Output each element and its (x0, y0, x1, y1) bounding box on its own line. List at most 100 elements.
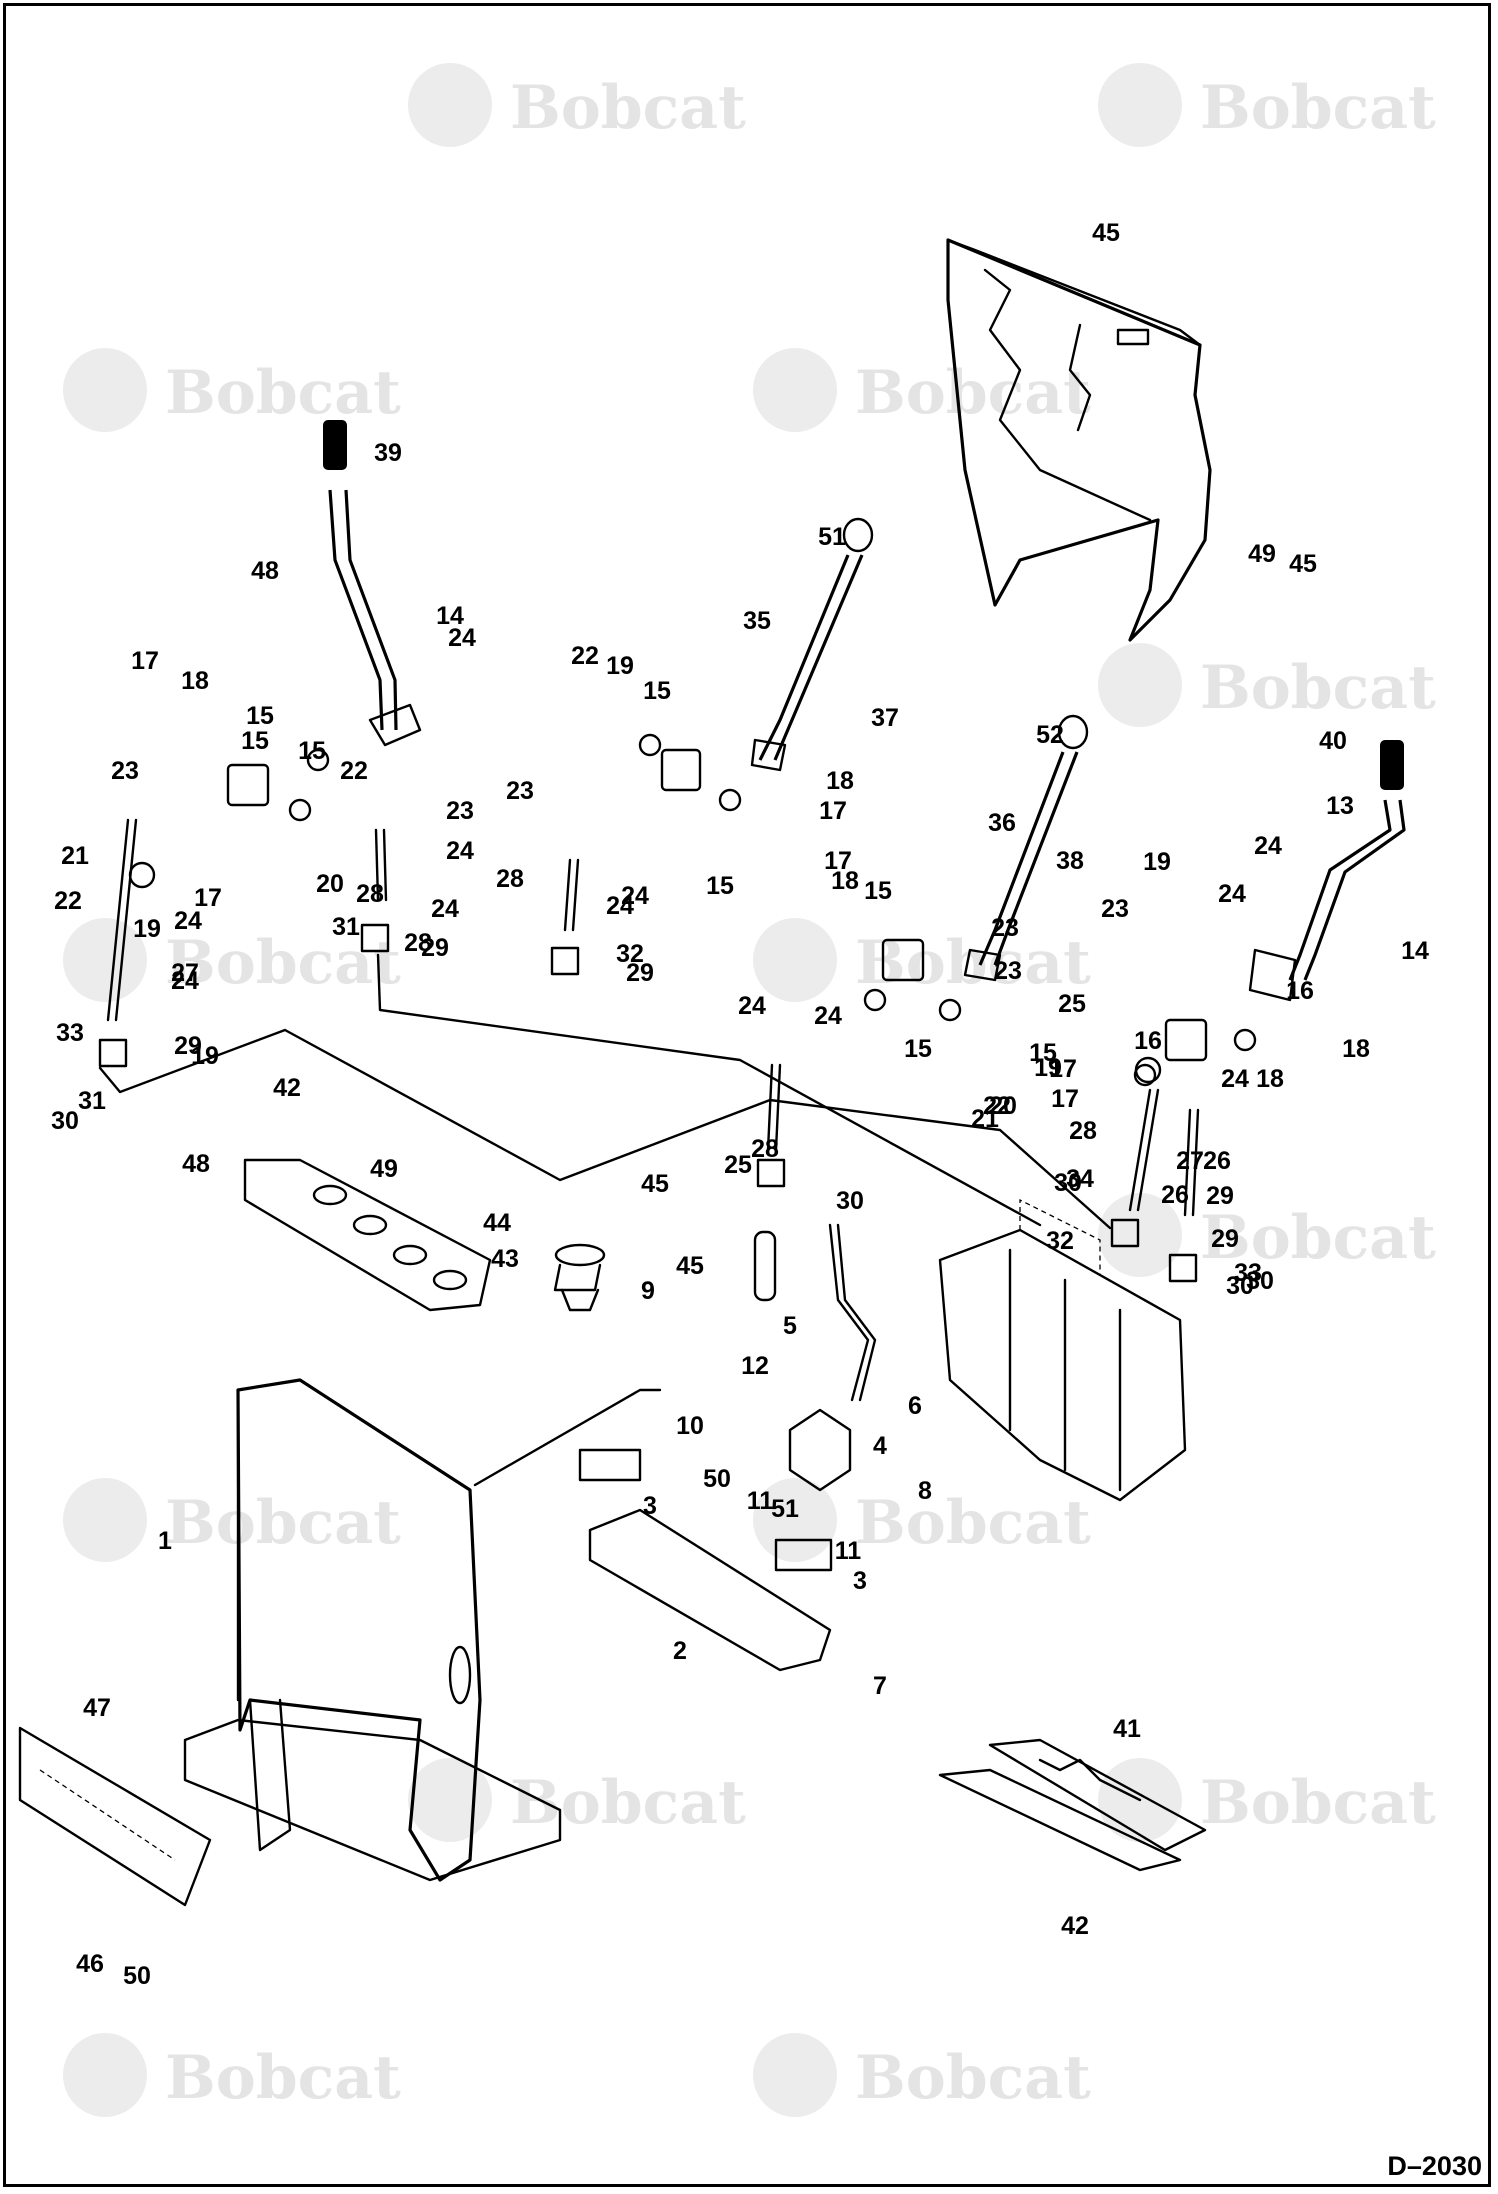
callout-26: 26 (1161, 1181, 1189, 1209)
bobcat-watermark: Bobcat (753, 2033, 1091, 2117)
callout-23: 23 (446, 797, 474, 825)
callout-45: 45 (1289, 550, 1317, 578)
callout-51: 51 (771, 1495, 799, 1523)
callout-25: 25 (1058, 990, 1086, 1018)
center-lever-lower (963, 714, 1089, 982)
callout-27: 27 (171, 959, 199, 987)
callout-18: 18 (181, 667, 209, 695)
callout-33: 33 (1234, 1259, 1262, 1287)
callout-13: 13 (1326, 792, 1354, 820)
callout-23: 23 (111, 757, 139, 785)
callout-11: 11 (835, 1537, 862, 1565)
callout-27: 27 (1176, 1147, 1204, 1175)
bobcat-watermark: Bobcat (753, 918, 1091, 1002)
callout-37: 37 (871, 704, 899, 732)
callout-20: 20 (989, 1092, 1017, 1120)
callout-18: 18 (1256, 1065, 1284, 1093)
center-lever-upper (750, 517, 874, 772)
callout-28: 28 (404, 929, 432, 957)
callout-21: 21 (971, 1105, 999, 1133)
right-lever (1248, 740, 1406, 1002)
callout-24: 24 (174, 907, 202, 935)
callout-28: 28 (1069, 1117, 1097, 1145)
callout-24: 24 (1218, 880, 1246, 908)
callout-15: 15 (246, 702, 274, 730)
callout-45: 45 (676, 1252, 704, 1280)
callout-29: 29 (626, 959, 654, 987)
svg-text:Bobcat: Bobcat (855, 1488, 1091, 1558)
callout-29: 29 (174, 1032, 202, 1060)
callout-15: 15 (298, 737, 326, 765)
plates-34-35 (938, 1738, 1207, 1872)
callout-43: 43 (491, 1245, 519, 1273)
callout-15: 15 (1029, 1039, 1057, 1067)
callout-24: 24 (621, 882, 649, 910)
callout-26: 26 (1203, 1147, 1231, 1175)
callout-50: 50 (703, 1465, 731, 1493)
bobcat-watermark: Bobcat (63, 348, 401, 432)
svg-text:Bobcat: Bobcat (1200, 1203, 1436, 1273)
svg-text:Bobcat: Bobcat (165, 2043, 401, 2113)
callout-35: 35 (743, 607, 771, 635)
callout-48: 48 (182, 1150, 210, 1178)
callout-16: 16 (1134, 1027, 1162, 1055)
callout-30: 30 (51, 1107, 79, 1135)
callout-19: 19 (191, 1042, 219, 1070)
callout-19: 19 (1034, 1054, 1062, 1082)
bobcat-watermark: Bobcat (1098, 1193, 1436, 1277)
callout-24: 24 (171, 967, 199, 995)
svg-text:Bobcat: Bobcat (1200, 73, 1436, 143)
callout-21: 21 (61, 842, 89, 870)
callout-29: 29 (1206, 1182, 1234, 1210)
callout-28: 28 (496, 865, 524, 893)
drawing-number: D–2030 (1387, 2151, 1482, 2181)
svg-text:Bobcat: Bobcat (1200, 653, 1436, 723)
lower-frame (183, 1378, 662, 1882)
svg-text:Bobcat: Bobcat (855, 358, 1091, 428)
bobcat-watermark: Bobcat (408, 1758, 746, 1842)
rear-panel (946, 238, 1212, 642)
callout-51: 51 (818, 523, 846, 551)
console-plate (243, 1158, 492, 1312)
callout-39: 39 (374, 439, 402, 467)
callout-40: 40 (1319, 727, 1347, 755)
callout-25: 25 (724, 1151, 752, 1179)
callout-24: 24 (431, 895, 459, 923)
callout-29: 29 (1211, 1225, 1239, 1253)
callout-30: 30 (836, 1187, 864, 1215)
callout-49: 49 (1248, 540, 1276, 568)
callout-29: 29 (421, 934, 449, 962)
callout-17: 17 (824, 847, 852, 875)
bobcat-watermark: Bobcat (63, 2033, 401, 2117)
bobcat-watermark: Bobcat (63, 1478, 401, 1562)
callout-18: 18 (831, 867, 859, 895)
control-valve (938, 1198, 1187, 1502)
callout-24: 24 (606, 892, 634, 920)
callout-49: 49 (370, 1155, 398, 1183)
boots (553, 1230, 777, 1312)
svg-text:Bobcat: Bobcat (165, 928, 401, 998)
svg-text:Bobcat: Bobcat (855, 2043, 1091, 2113)
callout-18: 18 (826, 767, 854, 795)
bobcat-watermark: Bobcat (1098, 1758, 1436, 1842)
callout-36: 36 (988, 809, 1016, 837)
callout-22: 22 (983, 1092, 1011, 1120)
callout-6: 6 (908, 1392, 922, 1420)
callout-22: 22 (571, 642, 599, 670)
callout-15: 15 (904, 1035, 932, 1063)
callout-16: 16 (1286, 977, 1314, 1005)
callout-17: 17 (194, 884, 222, 912)
guide-lines (98, 953, 1112, 1230)
callout-19: 19 (606, 652, 634, 680)
callout-22: 22 (340, 757, 368, 785)
callout-15: 15 (643, 677, 671, 705)
callout-42: 42 (273, 1074, 301, 1102)
callout-14: 14 (436, 602, 464, 630)
callout-48: 48 (251, 557, 279, 585)
callout-50: 50 (123, 1962, 151, 1990)
left-lever (323, 420, 422, 747)
svg-text:Bobcat: Bobcat (1200, 1768, 1436, 1838)
